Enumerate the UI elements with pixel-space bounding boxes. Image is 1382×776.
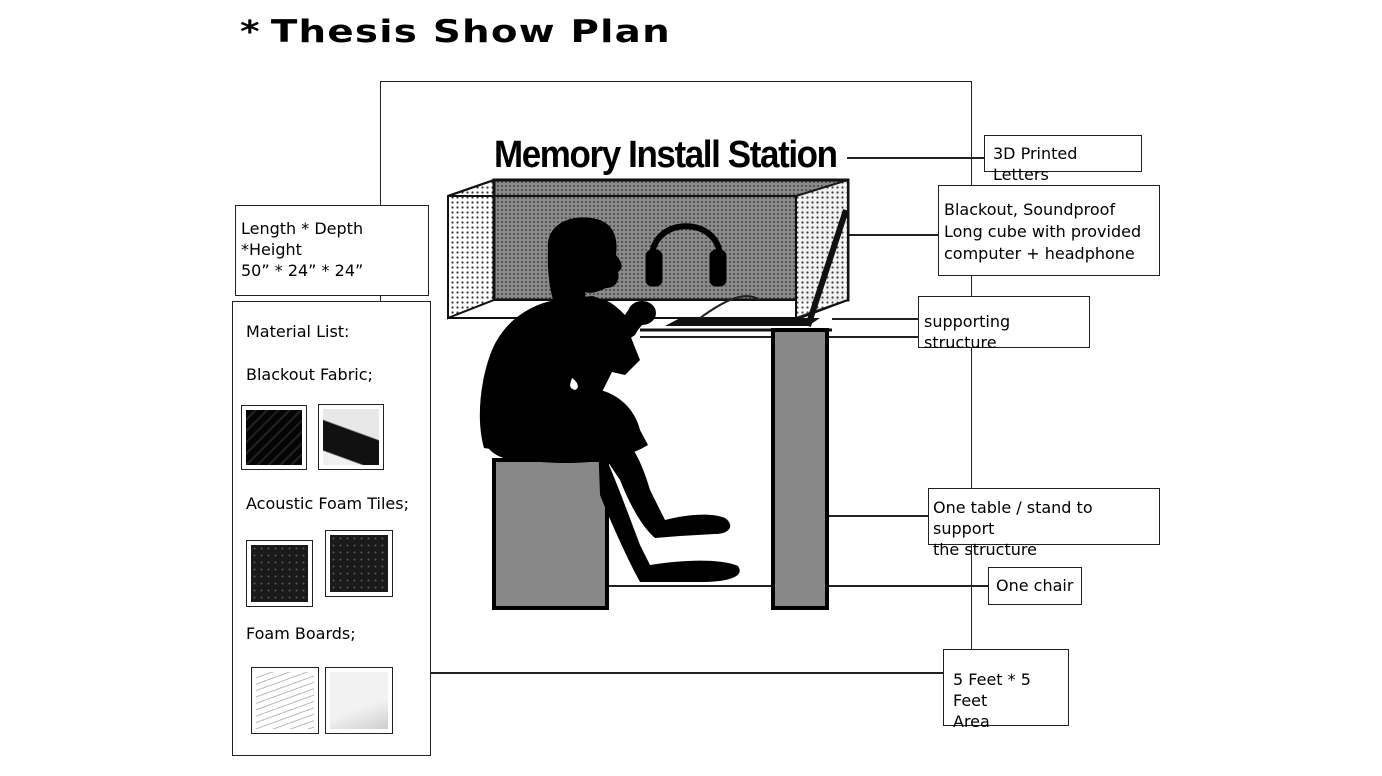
callout-area-line1: 5 Feet * 5 Feet: [953, 670, 1031, 710]
callout-cube-line1: Blackout, Soundproof: [944, 200, 1116, 219]
acoustic-foam-swatch-1: [246, 540, 313, 607]
station-title: Memory Install Station: [494, 134, 838, 176]
material-list-heading: Material List:: [246, 322, 350, 341]
foam-boards-label: Foam Boards;: [246, 624, 356, 643]
dimensions-label: Length * Depth *Height: [241, 219, 364, 259]
callout-3d-letters-text: 3D Printed Letters: [993, 144, 1078, 184]
foam-board-swatch-1: [251, 667, 319, 734]
person-silhouette-icon: [479, 217, 740, 582]
callout-3d-letters: 3D Printed Letters: [984, 135, 1142, 184]
dimensions-box: Length * Depth *Height 50” * 24” * 24”: [235, 205, 429, 296]
blackout-fabric-swatch-1: [241, 405, 307, 470]
title-text: Thesis Show Plan: [270, 14, 671, 50]
chair: [492, 458, 609, 610]
callout-chair: One chair: [988, 567, 1082, 605]
callout-cube-line3: computer + headphone: [944, 244, 1135, 263]
callout-cube-line2: Long cube with provided: [944, 222, 1142, 241]
blackout-cube: [447, 178, 850, 320]
callout-area-line2: Area: [953, 712, 990, 731]
callout-table-stand: One table / stand to support the structu…: [928, 488, 1160, 559]
blackout-fabric-label: Blackout Fabric;: [246, 365, 373, 384]
acoustic-foam-swatch-2: [325, 530, 393, 597]
laptop-icon: [665, 209, 849, 327]
table-stand: [640, 328, 832, 610]
title-asterisk: *: [240, 15, 261, 50]
callout-table-line2: the structure: [933, 540, 1037, 559]
dimensions-value: 50” * 24” * 24”: [241, 261, 364, 280]
callout-supporting-structure: supporting structure: [918, 296, 1090, 352]
foam-board-swatch-2: [325, 667, 393, 734]
blackout-fabric-swatch-2: [318, 404, 384, 470]
callout-area: 5 Feet * 5 Feet Area: [943, 649, 1069, 731]
acoustic-foam-label: Acoustic Foam Tiles;: [246, 494, 409, 513]
callout-blackout-cube: Blackout, Soundproof Long cube with prov…: [938, 185, 1160, 276]
headphones-icon: [645, 223, 727, 287]
callout-chair-text: One chair: [996, 576, 1074, 595]
page-title: * Thesis Show Plan: [240, 14, 671, 50]
callout-support-text: supporting structure: [924, 312, 1011, 352]
callout-table-line1: One table / stand to support: [933, 498, 1093, 538]
